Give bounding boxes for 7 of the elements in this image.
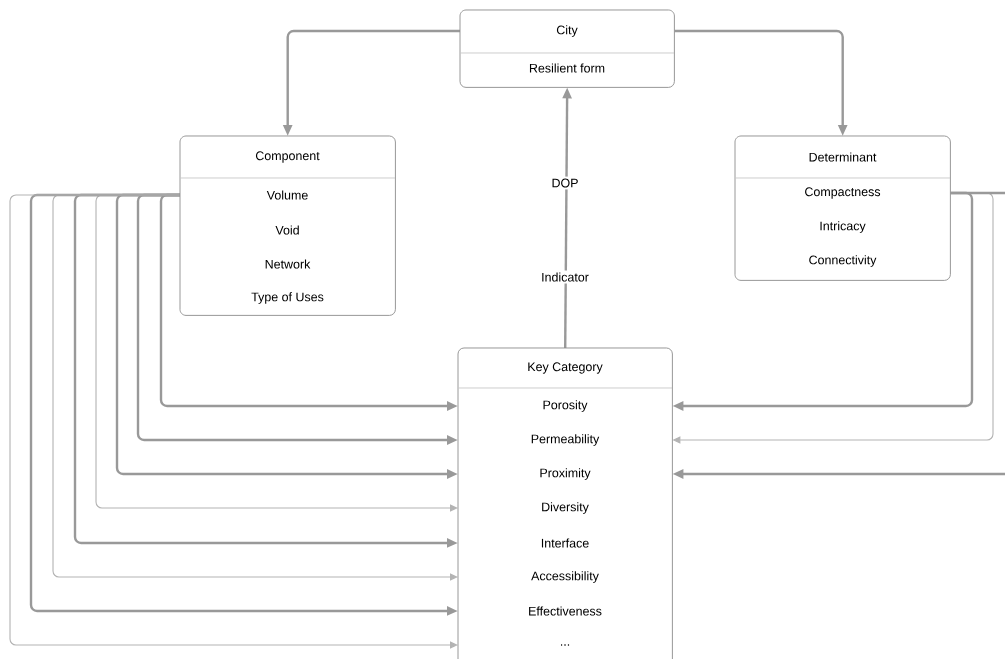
edge-label: DOP — [549, 176, 581, 190]
arrow — [95, 194, 458, 512]
class-box: Component Volume Void Network Type of Uses — [179, 135, 396, 316]
class-box: Key Category Porosity Permeability Proximity Diversity Interface Accessibility Effectiveness ... — [457, 347, 673, 659]
indicator-label: Indicator — [539, 270, 591, 284]
class-box: Determinant Compactness Intricacy Connectivity — [734, 135, 951, 281]
class-box: City Resilient form — [459, 9, 675, 88]
